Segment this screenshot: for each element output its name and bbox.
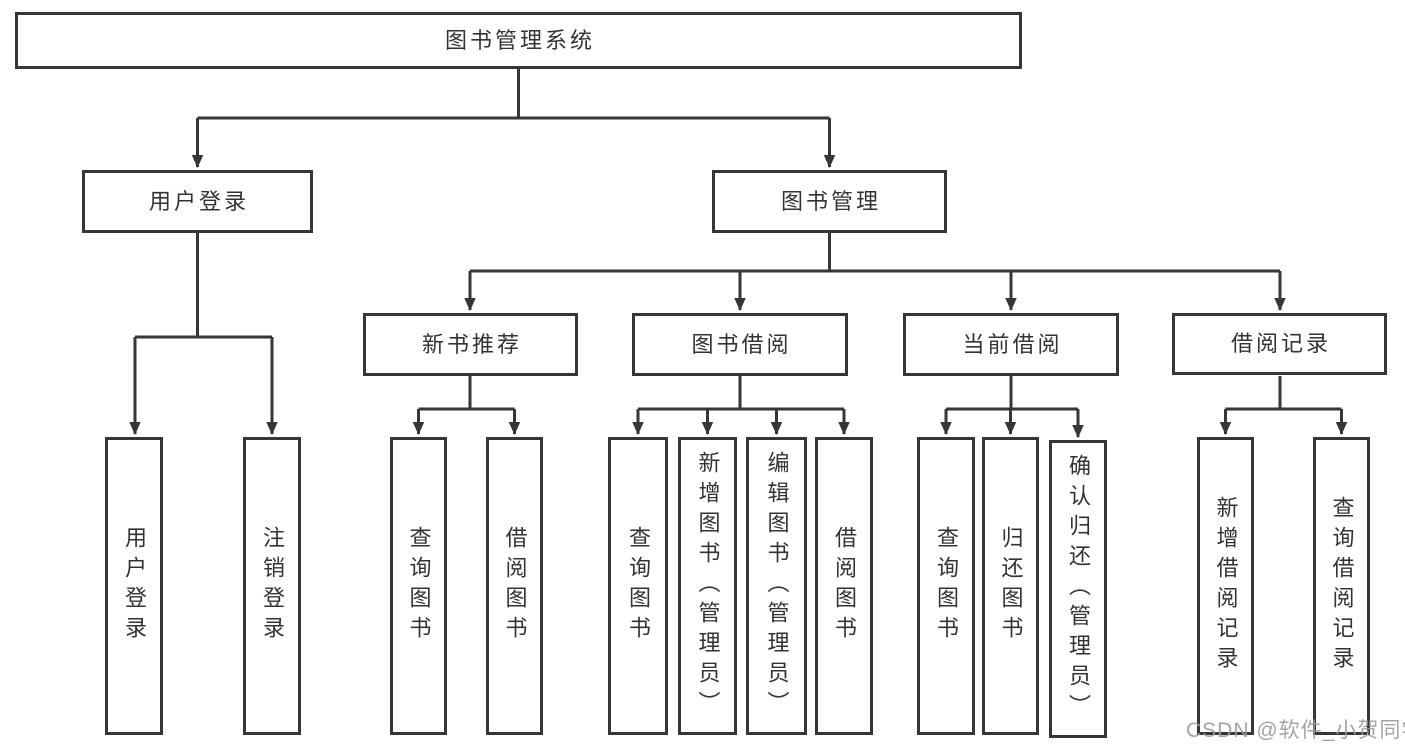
- leaf-current-return-books: 归还图书: [982, 437, 1039, 735]
- connector-arrows: [129, 118, 1348, 439]
- node-label: 查询借阅记录: [1329, 496, 1355, 676]
- node-label: 用户登录: [148, 188, 249, 214]
- node-label: 图书借阅: [691, 331, 792, 357]
- leaf-user-login: 用户登录: [105, 437, 163, 735]
- leaf-borrow-add-books-admin: 新增图书（管理员）: [678, 437, 737, 735]
- node-label: 用户登录: [122, 526, 147, 646]
- node-book-management-branch: 图书管理: [712, 170, 947, 233]
- node-label: 注销登录: [260, 526, 285, 646]
- node-label: 查询图书: [626, 526, 651, 646]
- node-label: 新增借阅记录: [1213, 496, 1239, 676]
- node-label: 借阅记录: [1230, 331, 1331, 356]
- node-borrowing-records: 借阅记录: [1172, 313, 1387, 375]
- node-label: 新增图书（管理员）: [695, 451, 721, 721]
- leaf-borrow-edit-books-admin: 编辑图书（管理员）: [746, 437, 807, 735]
- node-book-borrowing: 图书借阅: [632, 313, 848, 376]
- node-label: 查询图书: [934, 526, 959, 646]
- leaf-newrec-borrow-books: 借阅图书: [486, 437, 543, 735]
- node-label: 确认归还（管理员）: [1066, 454, 1091, 724]
- node-label: 借阅图书: [502, 526, 528, 646]
- leaf-borrow-borrow-books: 借阅图书: [815, 437, 873, 735]
- node-label: 当前借阅: [962, 331, 1063, 357]
- leaf-newrec-query-books: 查询图书: [390, 437, 447, 735]
- node-new-book-recommend: 新书推荐: [363, 313, 578, 376]
- node-label: 编辑图书（管理员）: [764, 451, 790, 721]
- node-label: 新书推荐: [421, 331, 522, 357]
- leaf-borrow-query-books: 查询图书: [608, 437, 668, 735]
- leaf-current-confirm-return-admin: 确认归还（管理员）: [1049, 440, 1107, 738]
- node-label: 归还图书: [998, 526, 1024, 646]
- node-label: 借阅图书: [832, 526, 857, 646]
- leaf-current-query-books: 查询图书: [917, 437, 975, 735]
- csdn-watermark: CSDN @软件_小贺同学: [1186, 719, 1405, 742]
- node-label: 图书管理系统: [444, 27, 595, 53]
- node-current-borrowing: 当前借阅: [903, 313, 1119, 376]
- node-library-system-root: 图书管理系统: [15, 12, 1022, 69]
- leaf-logout: 注销登录: [243, 437, 301, 735]
- leaf-records-add-record: 新增借阅记录: [1197, 437, 1254, 735]
- node-user-login-branch: 用户登录: [82, 170, 313, 233]
- node-label: 查询图书: [406, 526, 432, 646]
- leaf-records-query-record: 查询借阅记录: [1313, 437, 1370, 735]
- connector-lines: [135, 69, 1342, 411]
- node-label: 图书管理: [780, 188, 881, 214]
